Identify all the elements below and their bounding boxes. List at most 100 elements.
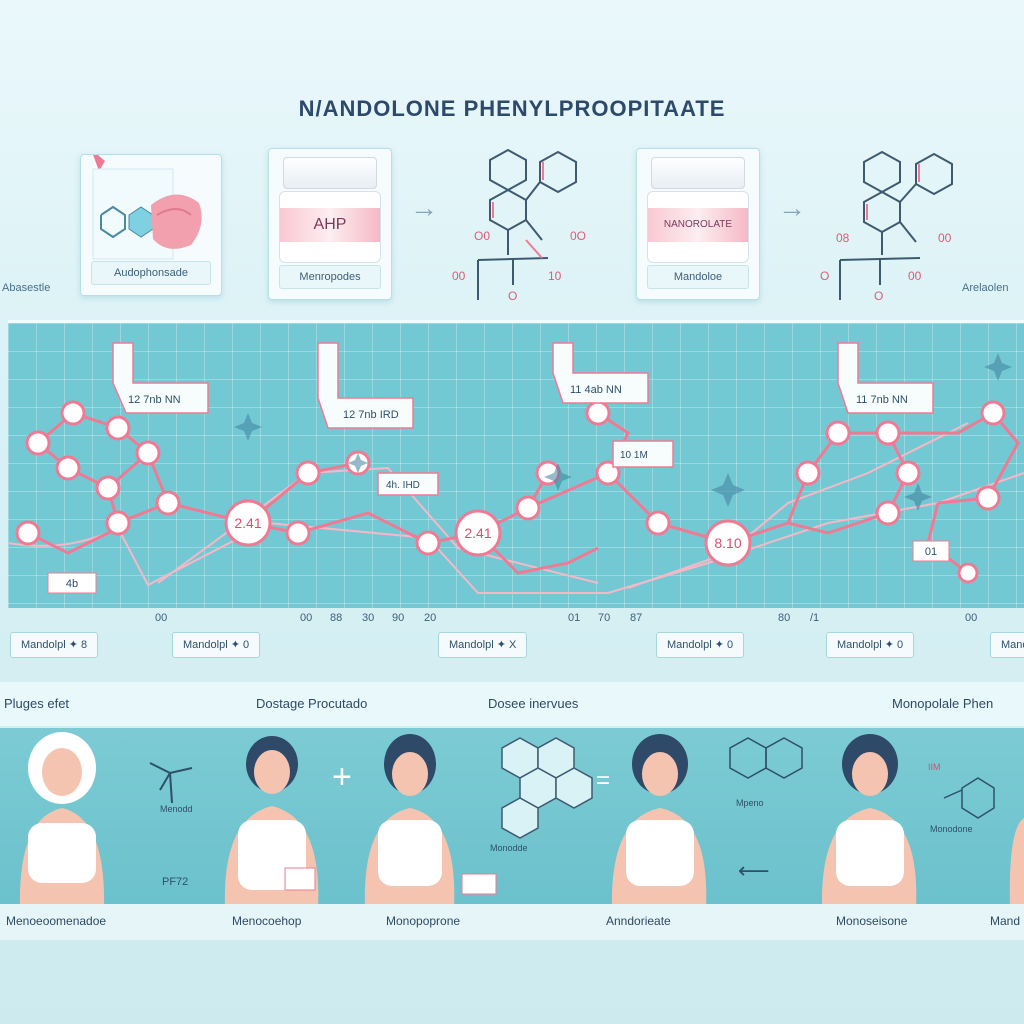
molecule-chart-panel: 2.41 2.41 8.10 01 4b 12 7nb NN 12 7nb IR…: [8, 320, 1024, 608]
person-caption: Menoeoomenadoe: [6, 914, 107, 928]
card-label: Audophonsade: [91, 261, 211, 285]
atom-node: [135, 440, 161, 466]
chemical-structure-2: 08 00 O 00 O: [820, 150, 953, 303]
benzene-icon: [729, 737, 803, 779]
arrow-right-icon: →: [778, 192, 806, 223]
tick-label: 90: [392, 612, 405, 624]
benzene-icon: [943, 777, 995, 819]
sparkle-icon: [544, 463, 572, 491]
callout-label: 12 7nb NN: [128, 394, 181, 406]
atom-label: 08: [836, 231, 850, 245]
dose-pill: Mandolpl ✦ 0: [656, 632, 745, 658]
atom-label: O: [508, 289, 517, 303]
node-value-label: 01: [925, 546, 937, 558]
node-value-label: 2.41: [464, 525, 491, 541]
woman-figure-3: [364, 734, 497, 908]
node-value-label: 4b: [66, 578, 78, 590]
atom-node: [515, 495, 541, 521]
small-label: Monodone: [930, 824, 973, 834]
atom-node: [105, 510, 131, 536]
section-label: Dostage Procutado: [256, 696, 368, 711]
tick-row: 00 00 88 30 90 20 01 70 87 80 /1 00: [0, 612, 1024, 632]
card-label: Mandoloe: [647, 265, 749, 289]
atom-node: [895, 460, 921, 486]
chemical-structure-1: O0 0O 00 10 O: [452, 148, 586, 303]
section-label: Dosee inervues: [488, 696, 579, 711]
atom-label: O: [820, 269, 829, 283]
sparkle-icon: [348, 453, 368, 473]
atom-node: [795, 460, 821, 486]
atom-node: [980, 400, 1006, 426]
callout-label: 11 7nb NN: [856, 394, 908, 406]
atom-node: [105, 415, 131, 441]
sparkle-icon: [984, 353, 1012, 381]
atom-node: [975, 485, 1001, 511]
value-node: [454, 509, 502, 557]
atom-node: [60, 400, 86, 426]
page-title: N/ANDOLONE PHENYLPROOPITAATE: [298, 96, 726, 121]
atom-node: [415, 530, 441, 556]
section-label: Monopolale Phen: [892, 696, 994, 711]
woman-figure-1: [19, 732, 105, 908]
jar-label: NANOROLATE: [648, 208, 748, 242]
small-value-box: [912, 540, 950, 562]
tick-label: /1: [810, 612, 820, 624]
atom-label: 0O: [570, 229, 586, 243]
card-label: Menropodes: [279, 265, 381, 289]
person-caption: Mand: [990, 914, 1021, 928]
sparkle-icon: [234, 413, 262, 441]
right-side-label: Arelaolen: [962, 282, 1009, 294]
tick-label: 87: [630, 612, 643, 624]
atom-node: [957, 562, 979, 584]
people-band: + = ⟵: [0, 728, 1024, 908]
windmill-icon: [149, 762, 193, 804]
small-value-box: [47, 572, 97, 594]
woman-figure-5: [821, 734, 917, 908]
node-value-label: 2.41: [234, 515, 261, 531]
atom-node: [155, 490, 181, 516]
product-band: Abasestle Arelaolen Audophonsade AHP Men…: [0, 130, 1024, 315]
dose-pill: Mandolpl ✦ 0: [826, 632, 915, 658]
tick-label: 30: [362, 612, 375, 624]
network-diagram: 2.41 2.41 8.10 01 4b 12 7nb NN 12 7nb IR…: [8, 342, 1024, 594]
jar-body: AHP: [279, 191, 381, 263]
small-label: IIM: [928, 762, 941, 772]
atom-node: [585, 400, 611, 426]
jar-label: AHP: [280, 208, 380, 242]
atom-node: [285, 520, 311, 546]
jar-lid: [283, 157, 377, 189]
dose-pill: Mandolpl ✦ 8: [10, 632, 99, 658]
node-value-label: 8.10: [714, 535, 741, 551]
atom-node: [875, 420, 901, 446]
arrow-right-icon: →: [410, 192, 438, 223]
atom-label: 10: [548, 269, 562, 283]
callout-label: 10 1M: [620, 450, 648, 461]
product-card-audophonsade: Audophonsade: [80, 149, 222, 296]
person-caption: Monoseisone: [836, 914, 908, 928]
people-illustration: + = ⟵: [19, 732, 1024, 908]
atom-label: O0: [474, 229, 490, 243]
small-label: Mpeno: [736, 798, 764, 808]
arrow-left-icon: ⟵: [738, 858, 770, 883]
small-label: Menodd: [160, 804, 193, 814]
tick-label: 70: [598, 612, 611, 624]
sparkle-icon: [904, 483, 932, 511]
atom-node: [295, 460, 321, 486]
value-node: [704, 519, 752, 567]
small-label: PF72: [162, 876, 189, 888]
atom-node: [645, 510, 671, 536]
atom-node: [55, 455, 81, 481]
tick-label: 20: [424, 612, 437, 624]
atom-node: [875, 500, 901, 526]
tick-label: 88: [330, 612, 343, 624]
dose-pill: Mandolpl ✦ 0: [172, 632, 261, 658]
person-caption: Menocoehop: [232, 914, 302, 928]
tick-label: 80: [778, 612, 791, 624]
section-label: Pluges efet: [4, 696, 70, 711]
plus-icon: +: [332, 758, 352, 796]
callout-label: 11 4ab NN: [570, 384, 622, 396]
atom-node: [25, 430, 51, 456]
tick-label: 01: [568, 612, 581, 624]
product-card-mandoloe: NANOROLATE Mandoloe: [636, 148, 760, 300]
atom-label: 00: [908, 269, 922, 283]
